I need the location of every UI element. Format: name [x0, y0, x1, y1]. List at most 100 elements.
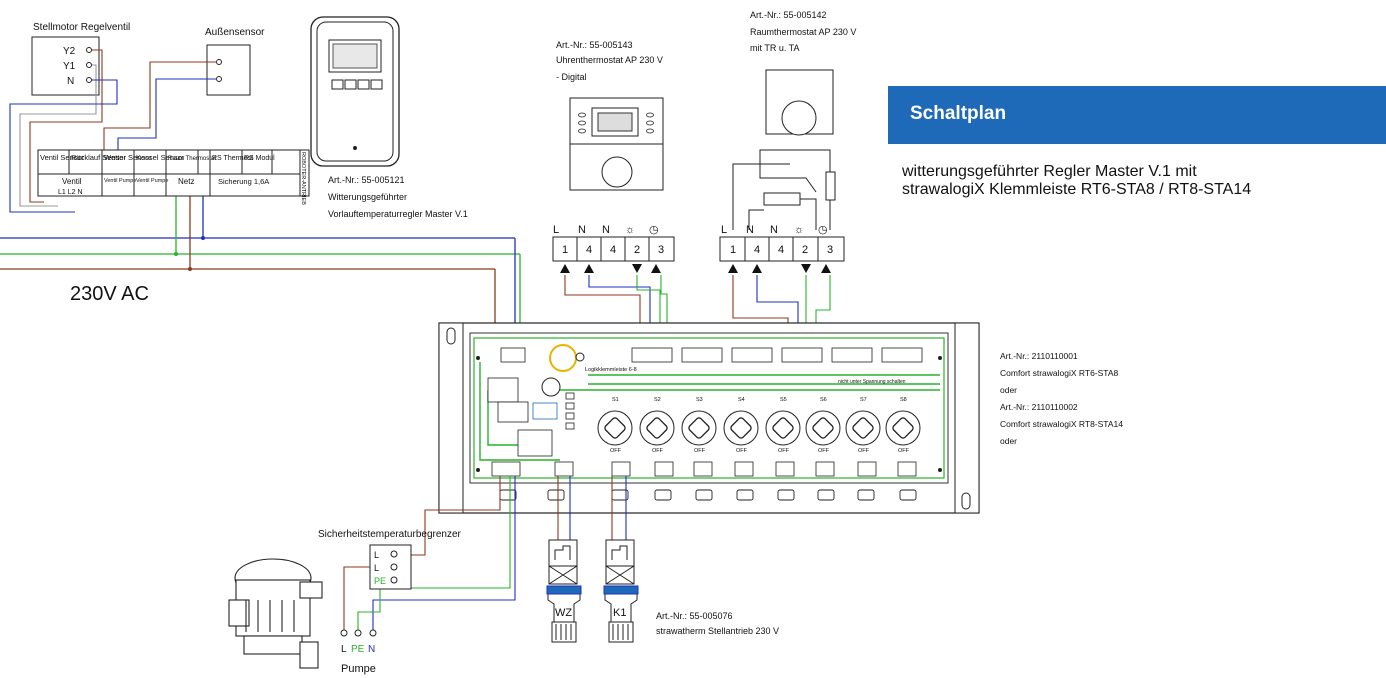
tb2-num-4: 2	[802, 244, 808, 256]
switch-s6: S6	[820, 397, 827, 403]
aussensensor-box	[206, 44, 251, 96]
uhren-extra: - Digital	[556, 72, 587, 82]
subtitle-line-1: witterungsgeführter Regler Master V.1 mi…	[902, 163, 1197, 180]
tb2-num-3: 4	[778, 244, 784, 256]
stellantrieb-wz	[546, 539, 582, 643]
tb1-letter-2: N	[578, 224, 586, 236]
cell-ventil-pumpe-1: Ventil Pumpe	[104, 178, 136, 184]
pumpe-label: Pumpe	[341, 663, 376, 675]
raumthermostat: Art.-Nr.: 55-005142 Raumthermostat AP 23…	[750, 10, 856, 136]
cell-wetter-sensor: Wetter Sensor	[104, 153, 152, 162]
switch-off-4: OFF	[736, 448, 748, 454]
stb-terminal-pe: PE	[374, 576, 386, 586]
uhren-name: Uhrenthermostat AP 230 V	[556, 55, 663, 65]
cell-ventil-sensor: Ventil Sensor	[40, 153, 85, 162]
terminal-y2: Y2	[63, 46, 76, 57]
regler-art: Art.-Nr.: 55-005121	[328, 175, 405, 185]
raum-internal-circuit	[732, 149, 836, 230]
switch-off-7: OFF	[858, 448, 870, 454]
aussensensor-wires	[103, 61, 217, 152]
tb2-num-2: 4	[754, 244, 760, 256]
board-note: nicht unter Spannung schalten	[838, 379, 906, 385]
cell-sub-terminals: L1 L2 N	[58, 189, 83, 196]
aussensensor: Außensensor	[205, 27, 265, 96]
regler-name2: Vorlauftemperaturregler Master V.1	[328, 209, 468, 219]
switch-off-6: OFF	[818, 448, 830, 454]
cell-ruecklauf-sensor: Rücklauf Sensor	[71, 153, 127, 162]
tb2-letter-2: N	[746, 224, 754, 236]
regler-name1: Witterungsgeführter	[328, 192, 407, 202]
stb-terminal-l2: L	[374, 563, 379, 573]
switch-s3: S3	[696, 397, 703, 403]
tb1-num-2: 4	[586, 244, 592, 256]
antrieb-label-wz: WZ	[555, 607, 572, 619]
antrieb-name: strawatherm Stellantrieb 230 V	[656, 626, 779, 636]
switch-s4: S4	[738, 397, 745, 403]
page-title: Schaltplan	[910, 103, 1007, 124]
kl-art1: Art.-Nr.: 2110110001	[1000, 351, 1078, 361]
title-banner: Schaltplan	[888, 86, 1386, 144]
pump-wires	[343, 476, 627, 630]
tb2-num-5: 3	[827, 244, 833, 256]
switch-off-1: OFF	[610, 448, 622, 454]
antrieb-label-k1: K1	[613, 607, 626, 619]
regler-device	[310, 16, 400, 167]
kl-art2: Art.-Nr.: 2110110002	[1000, 402, 1078, 412]
tb2-letter-4: ☼	[794, 224, 804, 236]
antriebe-label: Art.-Nr.: 55-005076 strawatherm Stellant…	[656, 611, 779, 636]
regler-terminal-strip: Ventil Sensor Rücklauf Sensor Wetter Sen…	[37, 149, 310, 205]
tb1-letter-1: L	[553, 224, 559, 236]
pumpe-device	[228, 558, 323, 669]
uhrenthermostat: Art.-Nr.: 55-005143 Uhrenthermostat AP 2…	[556, 40, 664, 191]
raum-name: Raumthermostat AP 230 V	[750, 27, 856, 37]
klemmleiste-label: Art.-Nr.: 2110110001 Comfort strawalogiX…	[1000, 351, 1123, 446]
supply-bus	[0, 192, 521, 352]
switch-s2: S2	[654, 397, 661, 403]
kl-oder2: oder	[1000, 436, 1017, 446]
cell-rs-thermost: RS Thermost	[212, 155, 253, 162]
switch-off-2: OFF	[652, 448, 664, 454]
switch-off-5: OFF	[778, 448, 790, 454]
subtitle-line-2: strawalogiX Klemmleiste RT6-STA8 / RT8-S…	[902, 181, 1252, 198]
stellmotor-title: Stellmotor Regelventil	[33, 22, 130, 33]
klemmleiste-board: Logikklemmleiste 6-8 nicht unter Spannun…	[438, 322, 980, 514]
pumpe-terminal-n: N	[368, 644, 375, 655]
tb2-letter-3: N	[770, 224, 778, 236]
stellantrieb-k1	[603, 539, 639, 643]
cell-ventil-pumpe-2: Ventil Pumpe	[136, 178, 168, 184]
switch-s8: S8	[900, 397, 907, 403]
tb2-letter-5: ◷	[818, 224, 828, 236]
stellmotor: Stellmotor Regelventil Y2 Y1 N	[31, 22, 130, 96]
board-label: Logikklemmleiste 6-8	[585, 367, 637, 373]
uhren-art: Art.-Nr.: 55-005143	[556, 40, 633, 50]
tb1-letter-5: ◷	[649, 224, 659, 236]
tb1-num-1: 1	[562, 244, 568, 256]
cell-kessel-sensor: Kessel Sensor	[136, 153, 185, 162]
raum-extra: mit TR u. TA	[750, 43, 800, 53]
kl-name1: Comfort strawalogiX RT6-STA8	[1000, 368, 1119, 378]
pumpe-terminal-l: L	[341, 644, 347, 655]
cell-rs-modul: RS Modul	[244, 155, 275, 162]
cell-netz: Netz	[178, 177, 194, 186]
subtitle: witterungsgeführter Regler Master V.1 mi…	[902, 163, 1382, 199]
stb-terminal-l1: L	[374, 550, 379, 560]
regler-label: Art.-Nr.: 55-005121 Witterungsgeführter …	[328, 175, 468, 219]
tb1-letter-4: ☼	[625, 224, 635, 236]
tb1-letter-3: N	[602, 224, 610, 236]
switch-off-3: OFF	[694, 448, 706, 454]
antrieb-art: Art.-Nr.: 55-005076	[656, 611, 733, 621]
tb2-num-1: 1	[730, 244, 736, 256]
regler-side-text: ROBOTER-ANTRIEB	[300, 152, 306, 205]
kl-oder1: oder	[1000, 385, 1017, 395]
pumpe-terminals: L PE N Pumpe	[340, 629, 377, 675]
cell-raum-thermostat: Raum Thermostat	[168, 156, 216, 162]
aussensensor-title: Außensensor	[205, 27, 265, 38]
terminal-block-raum: L N N ☼ ◷ 1 4 4 2 3	[719, 224, 845, 273]
terminal-block-uhren: L N N ☼ ◷ 1 4 4 2 3	[552, 224, 675, 273]
tb1-num-5: 3	[658, 244, 664, 256]
stellmotor-wires	[9, 49, 118, 213]
rotary-switches	[597, 410, 921, 446]
tb1-num-4: 2	[634, 244, 640, 256]
tb1-num-3: 4	[610, 244, 616, 256]
